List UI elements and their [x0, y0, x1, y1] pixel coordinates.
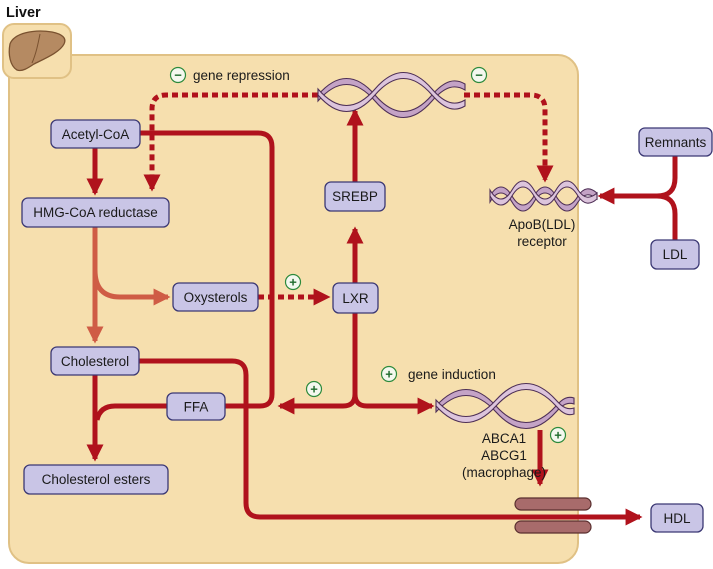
ffa-to-esters-arrow [94, 403, 167, 421]
acetyl-to-ffa-arrow [140, 130, 275, 409]
svg-text:SREBP: SREBP [332, 189, 378, 204]
gene-repression-label: gene repression [193, 68, 290, 83]
srebp-node: SREBP [324, 181, 386, 212]
lxr-activation-sign: + [284, 273, 302, 291]
ffa-induction-sign: + [305, 380, 323, 398]
diagram-title: Liver [6, 5, 41, 21]
lxr-node: LXR [332, 282, 379, 314]
hdl-transporter-icon [514, 497, 592, 534]
svg-text:−: − [475, 68, 483, 83]
svg-text:LDL: LDL [663, 247, 688, 262]
oxysterols-node: Oxysterols [172, 282, 259, 312]
svg-text:−: − [174, 68, 182, 83]
cholesterol-to-hdl-arrow [139, 358, 643, 526]
svg-text:FFA: FFA [184, 400, 209, 415]
hmg-coa-reductase-node: HMG-CoA reductase [21, 197, 170, 228]
svg-text:+: + [310, 382, 318, 397]
svg-text:Remnants: Remnants [645, 135, 707, 150]
repression-to-hmg-arrow [143, 92, 318, 192]
transport-sign: + [549, 426, 567, 444]
pathway-arrows [86, 108, 678, 526]
gene-induction-sign: + [380, 365, 398, 383]
ffa-node: FFA [166, 392, 226, 421]
svg-text:LXR: LXR [342, 291, 369, 306]
hmg-to-oxysterols-arrow [92, 269, 171, 306]
regulation-arrows [143, 92, 554, 306]
svg-text:HDL: HDL [663, 511, 690, 526]
svg-text:Cholesterol esters: Cholesterol esters [42, 472, 151, 487]
abcg1-label: ABCG1 [481, 448, 527, 463]
dna-receptor-icon [489, 180, 598, 212]
acetyl-coa-node: Acetyl-CoA [50, 119, 141, 149]
repression-sign-1: − [169, 66, 187, 84]
receptor-label-line2: receptor [517, 234, 567, 249]
macrophage-label: (macrophage) [462, 465, 546, 480]
synthesis-arrows [86, 227, 171, 344]
svg-text:Cholesterol: Cholesterol [61, 354, 129, 369]
svg-text:+: + [554, 428, 562, 443]
cholesterol-esters-node: Cholesterol esters [23, 464, 169, 495]
receptor-label-line1: ApoB(LDL) [509, 217, 576, 232]
ldl-branch [656, 193, 678, 240]
abca1-label: ABCA1 [482, 431, 526, 446]
liver-icon [2, 23, 72, 79]
dna-induction-icon [435, 383, 575, 429]
hdl-node: HDL [650, 503, 704, 533]
svg-text:HMG-CoA reductase: HMG-CoA reductase [33, 205, 158, 220]
lxr-to-abca-arrow [352, 393, 435, 415]
cholesterol-node: Cholesterol [50, 346, 140, 376]
remnants-branch [597, 156, 678, 205]
gene-induction-label: gene induction [408, 367, 496, 382]
ldl-node: LDL [650, 239, 700, 270]
svg-text:Acetyl-CoA: Acetyl-CoA [62, 127, 130, 142]
svg-text:+: + [289, 275, 297, 290]
repression-sign-2: − [470, 66, 488, 84]
dna-top-icon [317, 72, 466, 118]
svg-text:+: + [385, 367, 393, 382]
remnants-node: Remnants [638, 127, 713, 157]
svg-text:Oxysterols: Oxysterols [184, 290, 248, 305]
